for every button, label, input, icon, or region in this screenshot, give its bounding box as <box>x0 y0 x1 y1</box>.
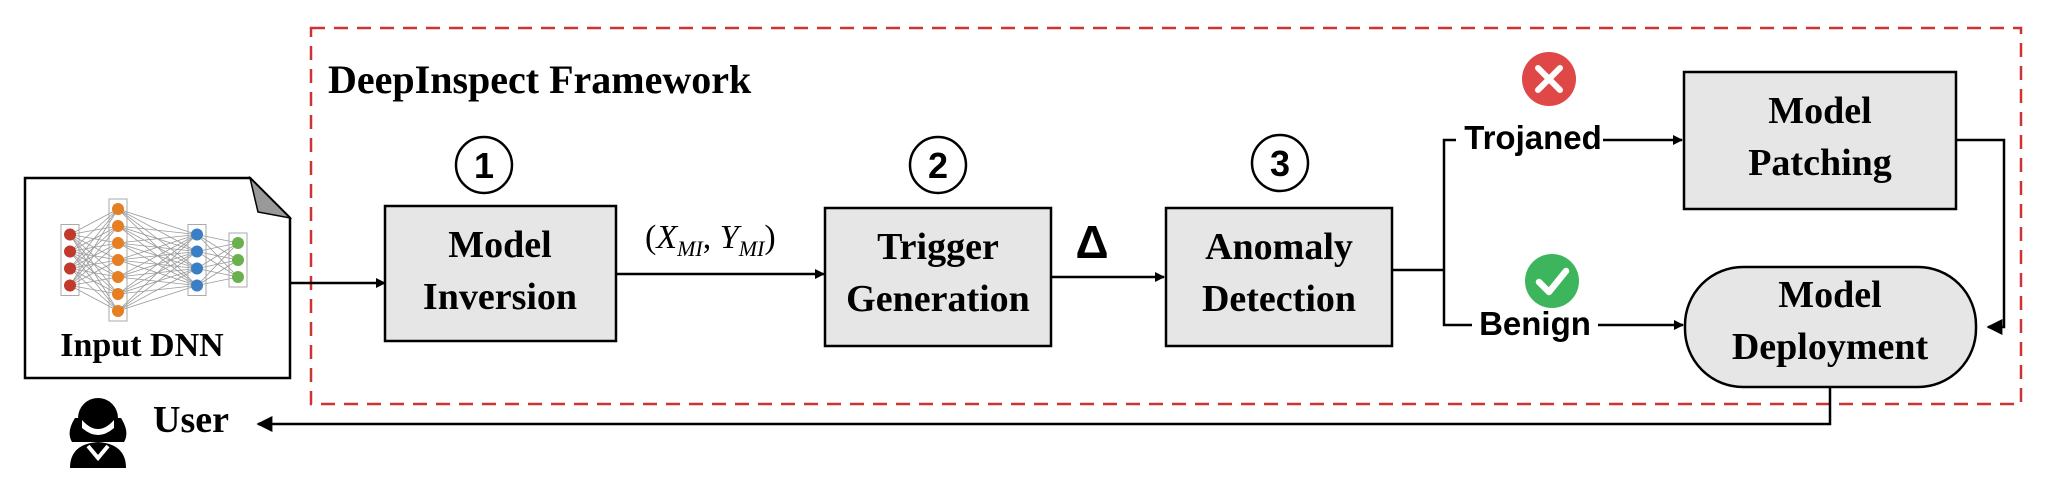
benign-label: Benign <box>1479 305 1591 342</box>
edge-patching-to-deployment <box>1956 138 2006 335</box>
nn-node <box>112 237 124 249</box>
nn-connection <box>117 285 198 312</box>
nn-connection <box>69 285 119 295</box>
model-patching-line2: Patching <box>1748 142 1892 184</box>
anomaly-detection-box <box>1164 206 1394 348</box>
anomaly-detection-line2: Detection <box>1202 278 1356 320</box>
nn-layer-frame <box>228 232 248 288</box>
trigger-generation-box <box>823 206 1053 348</box>
nn-connection <box>117 234 198 244</box>
nn-connection <box>117 268 198 312</box>
nn-connection <box>69 208 119 235</box>
nn-connection <box>117 225 198 235</box>
trigger-generation-line1: Trigger <box>877 226 999 268</box>
nn-node <box>191 228 203 241</box>
nn-connection <box>117 234 198 312</box>
nn-node <box>112 271 124 283</box>
model-deployment-line1: Model <box>1778 274 1881 316</box>
nn-node <box>64 262 76 275</box>
nn-layer-frame <box>60 224 80 296</box>
nn-connection <box>117 251 198 312</box>
model-inversion-line2: Inversion <box>423 276 577 318</box>
nn-connection <box>117 234 198 295</box>
nn-node <box>112 288 124 300</box>
framework-title: DeepInspect Framework <box>328 57 752 102</box>
nn-node <box>191 279 203 292</box>
nn-connection <box>196 242 239 269</box>
edge-anomaly-branch <box>1392 138 1472 327</box>
nn-node <box>232 271 244 283</box>
nn-node <box>232 254 244 266</box>
nn-connection <box>196 234 239 244</box>
edge-deployment-to-user <box>256 387 1832 432</box>
nn-node <box>112 305 124 317</box>
nn-connection <box>117 234 198 278</box>
nn-connection <box>196 259 239 286</box>
nn-connection <box>69 208 119 269</box>
nn-connection <box>69 276 119 286</box>
input-dnn-document: Input DNN <box>23 175 293 380</box>
user-icon <box>69 398 127 468</box>
check-icon <box>1525 254 1579 308</box>
nn-node <box>64 228 76 241</box>
neural-network-icon <box>60 198 248 322</box>
nn-node <box>112 220 124 232</box>
nn-connection <box>69 242 119 286</box>
trigger-generation-line2: Generation <box>846 278 1030 320</box>
step-1-badge <box>454 135 514 195</box>
nn-node <box>191 245 203 258</box>
model-deployment-line2: Deployment <box>1732 326 1929 368</box>
nn-node <box>232 237 244 249</box>
nn-connection <box>69 208 119 252</box>
nn-connection <box>69 225 119 286</box>
nn-node <box>112 203 124 215</box>
nn-connection <box>117 208 198 235</box>
nn-node <box>64 245 76 258</box>
step-2-number: 2 <box>928 145 948 186</box>
step-3-badge <box>1250 133 1310 193</box>
trigger-output-delta: Δ <box>1075 216 1108 268</box>
model-inversion-line1: Model <box>448 224 551 266</box>
nn-connection <box>196 242 239 252</box>
nn-connection <box>117 234 198 261</box>
nn-connection <box>196 242 239 286</box>
nn-node <box>64 279 76 292</box>
nn-connection <box>69 259 119 286</box>
framework-border <box>309 26 2023 406</box>
trojaned-label: Trojaned <box>1464 119 1602 156</box>
nn-node <box>191 262 203 275</box>
error-x-icon <box>1522 52 1576 106</box>
step-1-number: 1 <box>474 145 494 186</box>
nn-connection <box>69 285 119 312</box>
step-2-badge <box>908 135 968 195</box>
nn-connection <box>196 276 239 286</box>
step-3-number: 3 <box>1270 143 1290 184</box>
model-patching-box <box>1682 70 1958 211</box>
inversion-output-label: (XMI, YMI) <box>645 219 776 261</box>
nn-node <box>112 254 124 266</box>
input-dnn-label: Input DNN <box>60 327 224 364</box>
model-patching-line1: Model <box>1768 90 1871 132</box>
user-label: User <box>153 399 229 441</box>
nn-connection <box>69 208 119 286</box>
nn-layer-frame <box>187 224 207 296</box>
nn-layer-frame <box>108 198 128 322</box>
anomaly-detection-line1: Anomaly <box>1205 226 1353 268</box>
